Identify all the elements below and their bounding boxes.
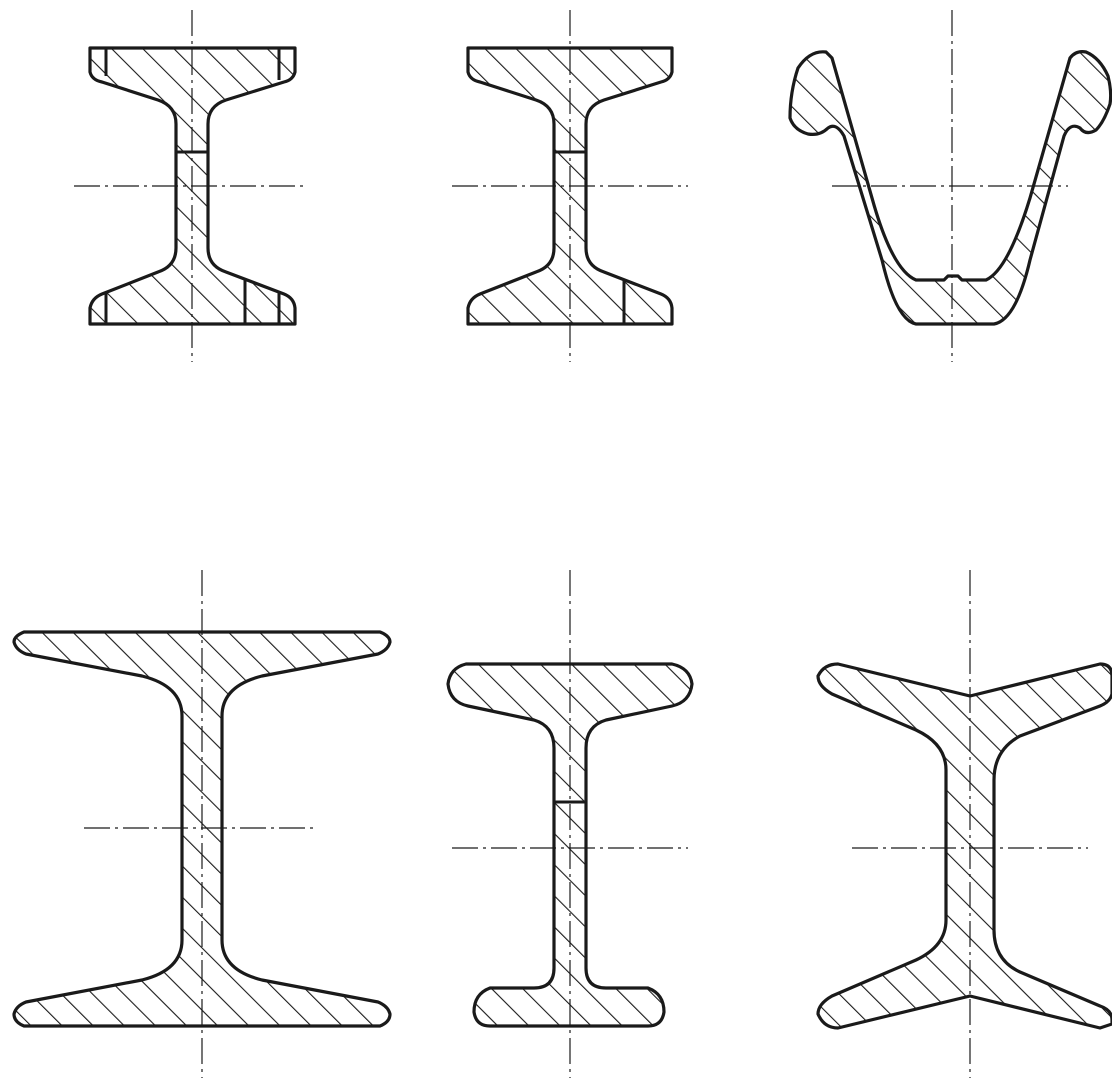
section-6 — [816, 570, 1112, 1078]
section-2 — [452, 10, 688, 362]
section-4 — [12, 570, 392, 1078]
section-1 — [74, 10, 306, 362]
section-3 — [788, 10, 1112, 362]
section-6-outline — [816, 662, 1112, 1030]
section-5 — [446, 570, 694, 1078]
section-3-outline — [788, 50, 1112, 326]
